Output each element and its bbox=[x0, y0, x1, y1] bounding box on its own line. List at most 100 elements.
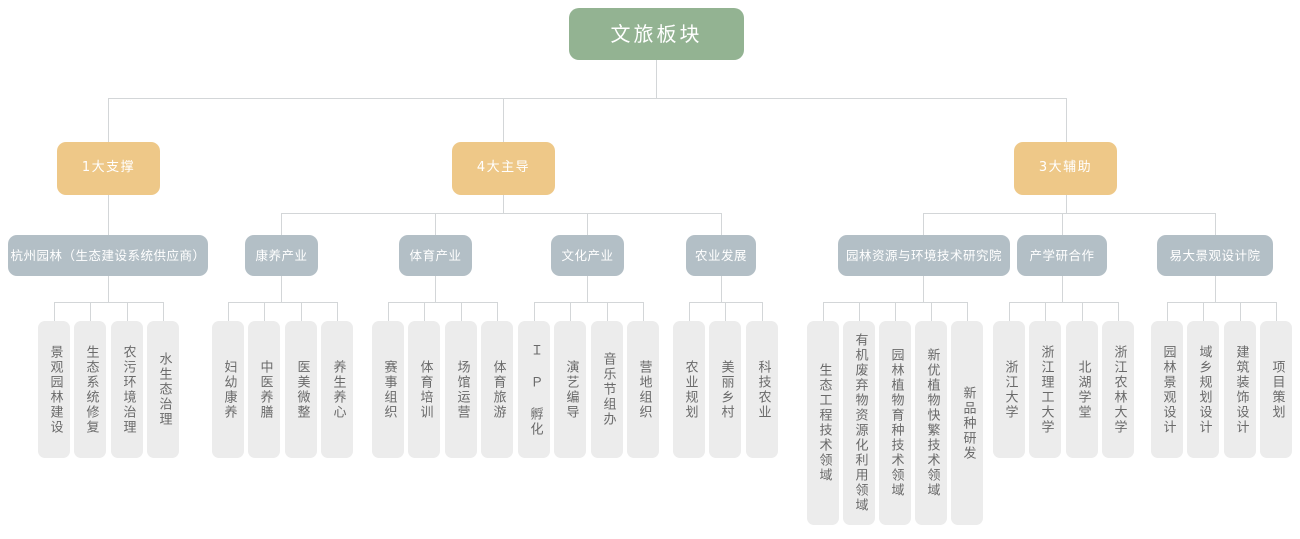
node-level3-tiyu[interactable]: 体育产业 bbox=[399, 235, 472, 276]
connector-g2-drop-1 bbox=[228, 302, 229, 321]
leaf-node[interactable]: 浙江大学 bbox=[993, 321, 1025, 458]
connector-g1-stem bbox=[108, 276, 109, 302]
node-level3-kangyang[interactable]: 康养产业 bbox=[245, 235, 318, 276]
connector-g2-drop-3 bbox=[301, 302, 302, 321]
leaf-node[interactable]: 赛事组织 bbox=[372, 321, 404, 458]
connector-g8-drop-1 bbox=[1167, 302, 1168, 321]
connector-g4-drop-2 bbox=[570, 302, 571, 321]
leaf-node[interactable]: 音乐节组办 bbox=[591, 321, 623, 458]
connector-g6-drop-5 bbox=[967, 302, 968, 321]
connector-g8-stem bbox=[1215, 276, 1216, 302]
leaf-node[interactable]: 农业规划 bbox=[673, 321, 705, 458]
node-level3-wenhua[interactable]: 文化产业 bbox=[551, 235, 624, 276]
connector-root-bus bbox=[108, 98, 1066, 99]
connector-root-to-l2-3 bbox=[1066, 98, 1067, 142]
node-level3-nongye[interactable]: 农业发展 bbox=[686, 235, 756, 276]
node-level3-chanxueyan[interactable]: 产学研合作 bbox=[1017, 235, 1107, 276]
leaf-node[interactable]: 妇幼康养 bbox=[212, 321, 244, 458]
connector-g7-bus bbox=[1009, 302, 1118, 303]
leaf-node[interactable]: 项目策划 bbox=[1260, 321, 1292, 458]
leaf-node[interactable]: 浙江农林大学 bbox=[1102, 321, 1134, 458]
connector-l2-2-bus bbox=[281, 213, 721, 214]
leaf-node[interactable]: 生态系统修复 bbox=[74, 321, 106, 458]
connector-g8-drop-3 bbox=[1240, 302, 1241, 321]
leaf-node[interactable]: 域乡规划设计 bbox=[1187, 321, 1219, 458]
node-root[interactable]: 文旅板块 bbox=[569, 8, 744, 60]
node-level2-1[interactable]: 1大支撑 bbox=[57, 142, 160, 195]
connector-g2-bus bbox=[228, 302, 337, 303]
connector-g4-drop-1 bbox=[534, 302, 535, 321]
connector-g6-drop-1 bbox=[823, 302, 824, 321]
connector-g5-drop-2 bbox=[725, 302, 726, 321]
node-level2-2[interactable]: 4大主导 bbox=[452, 142, 555, 195]
connector-g4-drop-4 bbox=[643, 302, 644, 321]
connector-g4-drop-3 bbox=[607, 302, 608, 321]
connector-g6-drop-2 bbox=[859, 302, 860, 321]
leaf-node[interactable]: 农污环境治理 bbox=[111, 321, 143, 458]
leaf-node[interactable]: 园林植物育种技术领域 bbox=[879, 321, 911, 525]
leaf-node[interactable]: 生态工程技术领域 bbox=[807, 321, 839, 525]
connector-l2-3-drop-2 bbox=[1062, 213, 1063, 235]
node-level2-3[interactable]: 3大辅助 bbox=[1014, 142, 1117, 195]
leaf-node[interactable]: 园林景观设计 bbox=[1151, 321, 1183, 458]
leaf-node[interactable]: 养生养心 bbox=[321, 321, 353, 458]
leaf-node[interactable]: 场馆运营 bbox=[445, 321, 477, 458]
connector-g3-drop-2 bbox=[424, 302, 425, 321]
connector-l2-2-drop-1 bbox=[281, 213, 282, 235]
connector-g1-drop-2 bbox=[90, 302, 91, 321]
connector-l2-3-bus bbox=[923, 213, 1215, 214]
connector-g8-drop-2 bbox=[1203, 302, 1204, 321]
connector-g6-drop-3 bbox=[895, 302, 896, 321]
connector-g5-drop-3 bbox=[762, 302, 763, 321]
connector-l2-2-drop-3 bbox=[587, 213, 588, 235]
leaf-node[interactable]: 中医养膳 bbox=[248, 321, 280, 458]
connector-g2-drop-2 bbox=[264, 302, 265, 321]
connector-g8-bus bbox=[1167, 302, 1276, 303]
leaf-node[interactable]: 科技农业 bbox=[746, 321, 778, 458]
connector-g1-drop-4 bbox=[163, 302, 164, 321]
connector-g7-drop-4 bbox=[1118, 302, 1119, 321]
connector-g2-drop-4 bbox=[337, 302, 338, 321]
leaf-node[interactable]: 体育培训 bbox=[408, 321, 440, 458]
leaf-node[interactable]: 北湖学堂 bbox=[1066, 321, 1098, 458]
leaf-node[interactable]: 水生态治理 bbox=[147, 321, 179, 458]
node-level3-yanjiuyuan[interactable]: 园林资源与环境技术研究院 bbox=[838, 235, 1010, 276]
leaf-node[interactable]: 有机废弃物资源化利用领域 bbox=[843, 321, 875, 525]
leaf-node[interactable]: 浙江理工大学 bbox=[1029, 321, 1061, 458]
connector-g1-bus bbox=[54, 302, 163, 303]
node-level3-yida[interactable]: 易大景观设计院 bbox=[1157, 235, 1273, 276]
connector-g6-stem bbox=[923, 276, 924, 302]
connector-g5-drop-1 bbox=[689, 302, 690, 321]
leaf-node[interactable]: 演艺编导 bbox=[554, 321, 586, 458]
connector-root-to-l2-1 bbox=[108, 98, 109, 142]
connector-g4-stem bbox=[587, 276, 588, 302]
connector-g3-stem bbox=[435, 276, 436, 302]
leaf-node[interactable]: 医美微整 bbox=[285, 321, 317, 458]
leaf-node[interactable]: Ｉ Ｐ 孵化 bbox=[518, 321, 550, 458]
connector-g2-stem bbox=[281, 276, 282, 302]
connector-g7-drop-1 bbox=[1009, 302, 1010, 321]
connector-l2-2-drop-2 bbox=[435, 213, 436, 235]
connector-g3-drop-1 bbox=[388, 302, 389, 321]
leaf-node[interactable]: 营地组织 bbox=[627, 321, 659, 458]
connector-root-stem bbox=[656, 60, 657, 98]
leaf-node[interactable]: 新优植物快繁技术领域 bbox=[915, 321, 947, 525]
leaf-node[interactable]: 景观园林建设 bbox=[38, 321, 70, 458]
connector-l2-1-stem bbox=[108, 195, 109, 235]
connector-g1-drop-3 bbox=[127, 302, 128, 321]
connector-g7-drop-3 bbox=[1082, 302, 1083, 321]
node-level3-hangzhou-yuanlin[interactable]: 杭州园林（生态建设系统供应商） bbox=[8, 235, 208, 276]
leaf-node[interactable]: 建筑装饰设计 bbox=[1224, 321, 1256, 458]
connector-g3-bus bbox=[388, 302, 497, 303]
connector-l2-3-drop-1 bbox=[923, 213, 924, 235]
connector-l2-3-drop-3 bbox=[1215, 213, 1216, 235]
leaf-node[interactable]: 美丽乡村 bbox=[709, 321, 741, 458]
leaf-node[interactable]: 新品种研发 bbox=[951, 321, 983, 525]
connector-g4-bus bbox=[534, 302, 643, 303]
connector-g1-drop-1 bbox=[54, 302, 55, 321]
connector-g7-drop-2 bbox=[1045, 302, 1046, 321]
connector-l2-2-stem bbox=[503, 195, 504, 213]
leaf-node[interactable]: 体育旅游 bbox=[481, 321, 513, 458]
connector-g7-stem bbox=[1062, 276, 1063, 302]
